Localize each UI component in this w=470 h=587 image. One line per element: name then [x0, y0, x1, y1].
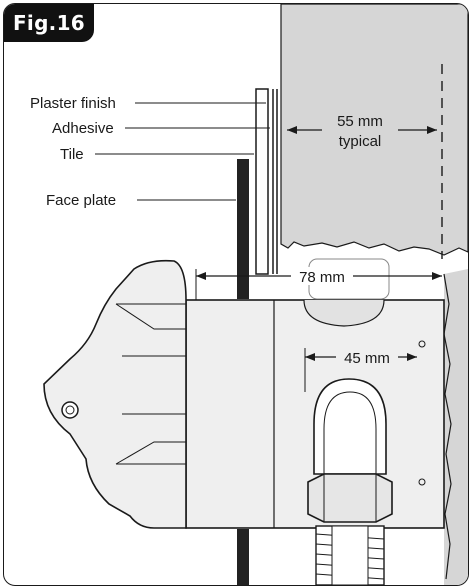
hex-nut: [307, 473, 393, 523]
tile-layer: [255, 88, 269, 275]
figure-frame: Plaster finish Adhesive Tile Face plate …: [3, 3, 469, 586]
dim-45-label-bg: [336, 348, 398, 366]
dim-55-note: typical: [339, 133, 382, 150]
screw-hole-top: [418, 340, 426, 348]
outlet-elbow-inner: [323, 391, 377, 474]
wall-break-line: [443, 273, 452, 580]
dim-55-value: 55 mm: [337, 113, 383, 130]
face-plate-lower: [237, 529, 249, 585]
handle-pivot-inner: [65, 405, 75, 415]
top-coupling: [303, 299, 385, 327]
handle-pivot: [61, 401, 79, 419]
dim-78-label-bg: [291, 267, 353, 285]
outlet-elbow: [313, 378, 387, 475]
dim-78-arrow-right: [432, 272, 442, 280]
dim-78-arrow-left: [196, 272, 206, 280]
dim-55-arrow-right: [427, 126, 437, 134]
wall-lower: [444, 269, 468, 585]
dim-45-arrow-left: [305, 353, 315, 361]
figure-label-text: Fig.16: [12, 11, 86, 35]
dim-78-value: 78 mm: [299, 269, 345, 286]
handle-grip-lines: [115, 303, 186, 465]
label-tile: Tile: [60, 146, 84, 163]
dim-45-arrow-right: [407, 353, 417, 361]
label-face-plate: Face plate: [46, 192, 116, 209]
dim-55-arrow-left: [287, 126, 297, 134]
dim-45-value: 45 mm: [344, 350, 390, 367]
handle-ribs: [116, 303, 186, 465]
figure-label: Fig.16: [4, 4, 94, 42]
pipe-core: [331, 525, 369, 585]
face-plate: [237, 159, 249, 299]
label-adhesive: Adhesive: [52, 120, 114, 137]
dim-55-label-bg: [322, 110, 398, 150]
label-plaster-finish: Plaster finish: [30, 95, 116, 112]
installation-diagram: Plaster finish Adhesive Tile Face plate …: [30, 4, 468, 585]
valve-handle: [43, 259, 187, 529]
screw-hole-bottom: [418, 478, 426, 486]
